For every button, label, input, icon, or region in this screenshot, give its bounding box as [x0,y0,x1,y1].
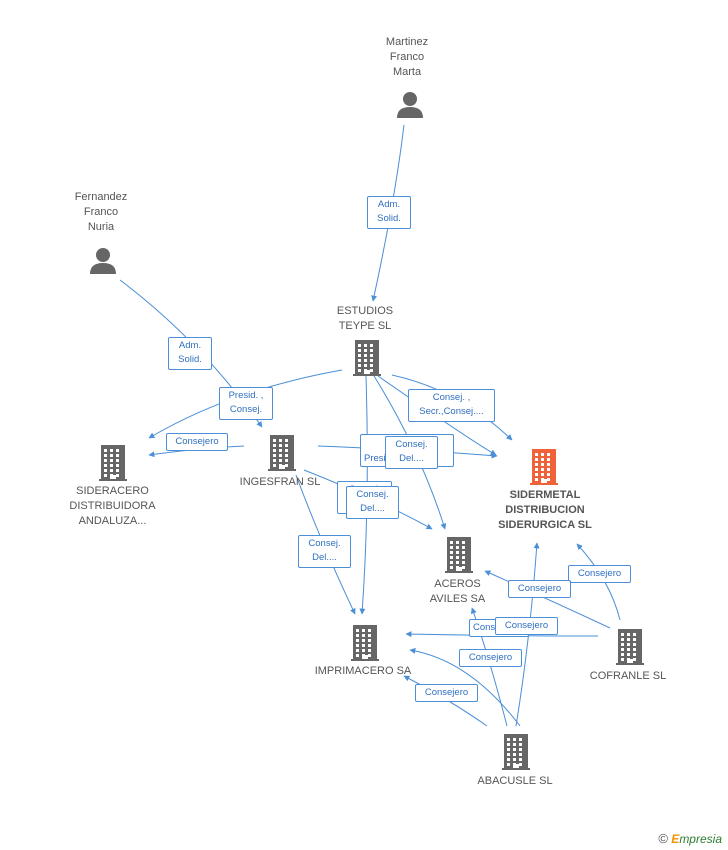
edge-label-ingesfran-sideracero: Consejero [166,433,228,451]
edge-label-cofranle-aceros: Consejero [508,580,571,598]
copyright-symbol: © [658,831,668,846]
edge-label-estudios-sidermetal: Consej. , Secr.,Consej.... [408,389,495,422]
node-label-abacusle[interactable]: ABACUSLE SL [477,775,553,787]
empresia-logo: © Empresia [658,831,722,846]
node-label-aceros[interactable]: ACEROS AVILES SA [429,578,486,605]
building-icon [268,435,296,476]
building-icon [353,340,381,381]
edge-label-ingesfran-sidermetal: Consej. Del.... [385,436,438,469]
edge-label-martinez-estudios: Adm. Solid. [367,196,411,229]
node-label-sidermetal[interactable]: SIDERMETAL DISTRIBUCION SIDERURGICA SL [498,489,592,531]
brand-name: mpresia [679,832,722,846]
edge-label-fernandez-ingesfran: Adm. Solid. [168,337,212,370]
node-label-estudios[interactable]: ESTUDIOS TEYPE SL [336,305,394,332]
edge-label-abacusle-imprimacero: Consejero [415,684,478,702]
building-icon [445,537,473,578]
person-icon [90,248,116,274]
brand-initial: E [671,832,680,846]
building-icon [99,445,127,486]
edge-label-cofranle-imprimacero: Consejero [495,617,558,635]
edge-label-ingesfran-imprimacero: Consej. Del.... [298,535,351,568]
node-label-sideracero[interactable]: SIDERACERO DISTRIBUIDORA ANDALUZA... [69,485,156,527]
node-label-fernandez[interactable]: Fernandez Franco Nuria [74,191,128,233]
person-icon [397,92,423,118]
node-label-cofranle[interactable]: COFRANLE SL [589,670,667,682]
node-label-ingesfran[interactable]: INGESFRAN SL [239,476,321,488]
building-icon [530,449,558,490]
edge-label-estudios-sideracero: Presid. , Consej. [219,387,273,420]
building-icon [502,734,530,775]
node-label-martinez[interactable]: Martinez Franco Marta [385,36,429,78]
edge-label-cofranle-sidermetal: Consejero [568,565,631,583]
edge-estudios-ingesfran-sidermetal [377,375,497,456]
edge-abacusle-sidermetal [515,542,540,727]
building-icon [616,629,644,670]
node-label-imprimacero[interactable]: IMPRIMACERO SA [314,665,412,677]
edge-label-abacusle-aceros: Consejero [459,649,522,667]
building-icon [351,625,379,666]
edge-abacusle-imprimacero-2 [409,647,521,727]
edge-label-ingesfran-aceros: Consej. Del.... [346,486,399,519]
edge-cofranle-aceros [484,570,611,629]
